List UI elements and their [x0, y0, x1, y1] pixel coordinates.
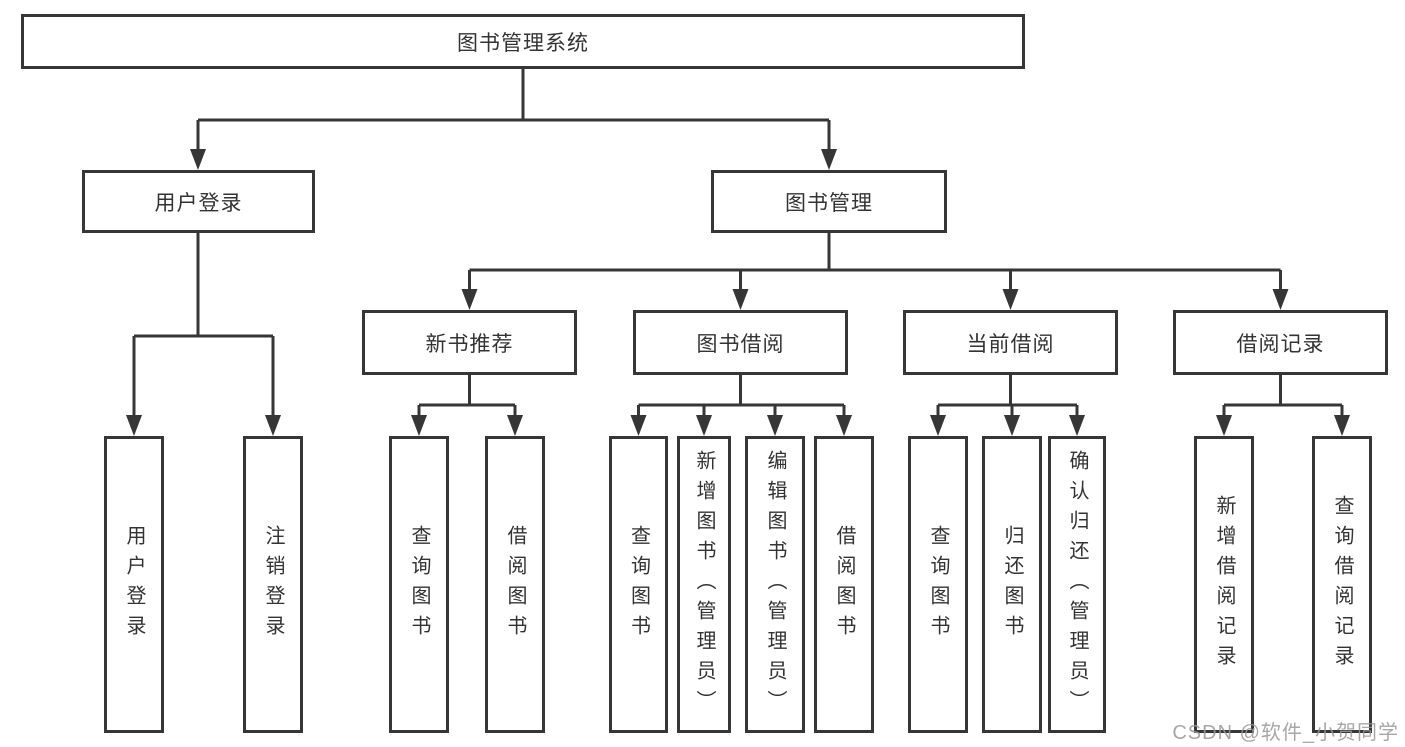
leaf-logout: 注销登录 — [243, 436, 303, 733]
leaf-borrow-books-recommend: 借阅图书 — [485, 436, 545, 733]
node-label: 新增借阅记录 — [1213, 494, 1235, 675]
node-label: 当前借阅 — [966, 332, 1055, 356]
leaf-query-books-current: 查询图书 — [908, 436, 968, 733]
node-label: 查询图书 — [627, 524, 650, 645]
node-label: 借阅记录 — [1236, 332, 1325, 356]
node-label: 新增图书（管理员） — [693, 449, 715, 720]
node-label: 图书管理 — [785, 191, 873, 215]
node-label: 新书推荐 — [425, 332, 514, 356]
arrowheads — [126, 149, 1350, 436]
leaf-add-borrow-record: 新增借阅记录 — [1194, 436, 1254, 733]
leaf-query-books-recommend: 查询图书 — [389, 436, 449, 733]
leaf-add-books-admin: 新增图书（管理员） — [677, 436, 731, 733]
node-label: 图书管理系统 — [457, 31, 589, 55]
node-label: 图书借阅 — [696, 332, 785, 356]
leaf-query-books-borrowing: 查询图书 — [609, 436, 668, 733]
node-new-book-recommendation: 新书推荐 — [362, 310, 577, 375]
node-label: 用户登录 — [154, 191, 243, 215]
node-label: 编辑图书（管理员） — [764, 449, 786, 720]
leaf-confirm-return-admin: 确认归还（管理员） — [1048, 436, 1106, 733]
node-borrowing-records: 借阅记录 — [1173, 310, 1388, 375]
leaf-user-login: 用户登录 — [104, 436, 164, 733]
leaf-query-borrow-record: 查询借阅记录 — [1312, 436, 1372, 733]
node-label: 借阅图书 — [504, 524, 526, 645]
node-label: 用户登录 — [123, 524, 145, 645]
node-book-borrowing: 图书借阅 — [633, 310, 848, 375]
node-label: 确认归还（管理员） — [1066, 449, 1088, 720]
node-label: 注销登录 — [262, 524, 284, 645]
node-current-borrowing: 当前借阅 — [903, 310, 1118, 375]
node-book-management: 图书管理 — [711, 170, 947, 233]
node-label: 归还图书 — [1001, 524, 1023, 645]
node-library-management-system: 图书管理系统 — [21, 14, 1025, 69]
leaf-edit-books-admin: 编辑图书（管理员） — [745, 436, 805, 733]
node-label: 查询借阅记录 — [1331, 494, 1353, 675]
leaf-borrow-books-borrowing: 借阅图书 — [814, 436, 874, 733]
node-label: 查询图书 — [927, 524, 949, 645]
node-user-login: 用户登录 — [82, 170, 315, 233]
node-label: 借阅图书 — [833, 524, 855, 645]
csdn-watermark: CSDN @软件_小贺同学 — [1172, 722, 1399, 744]
leaf-return-books: 归还图书 — [982, 436, 1042, 733]
node-label: 查询图书 — [408, 524, 430, 645]
